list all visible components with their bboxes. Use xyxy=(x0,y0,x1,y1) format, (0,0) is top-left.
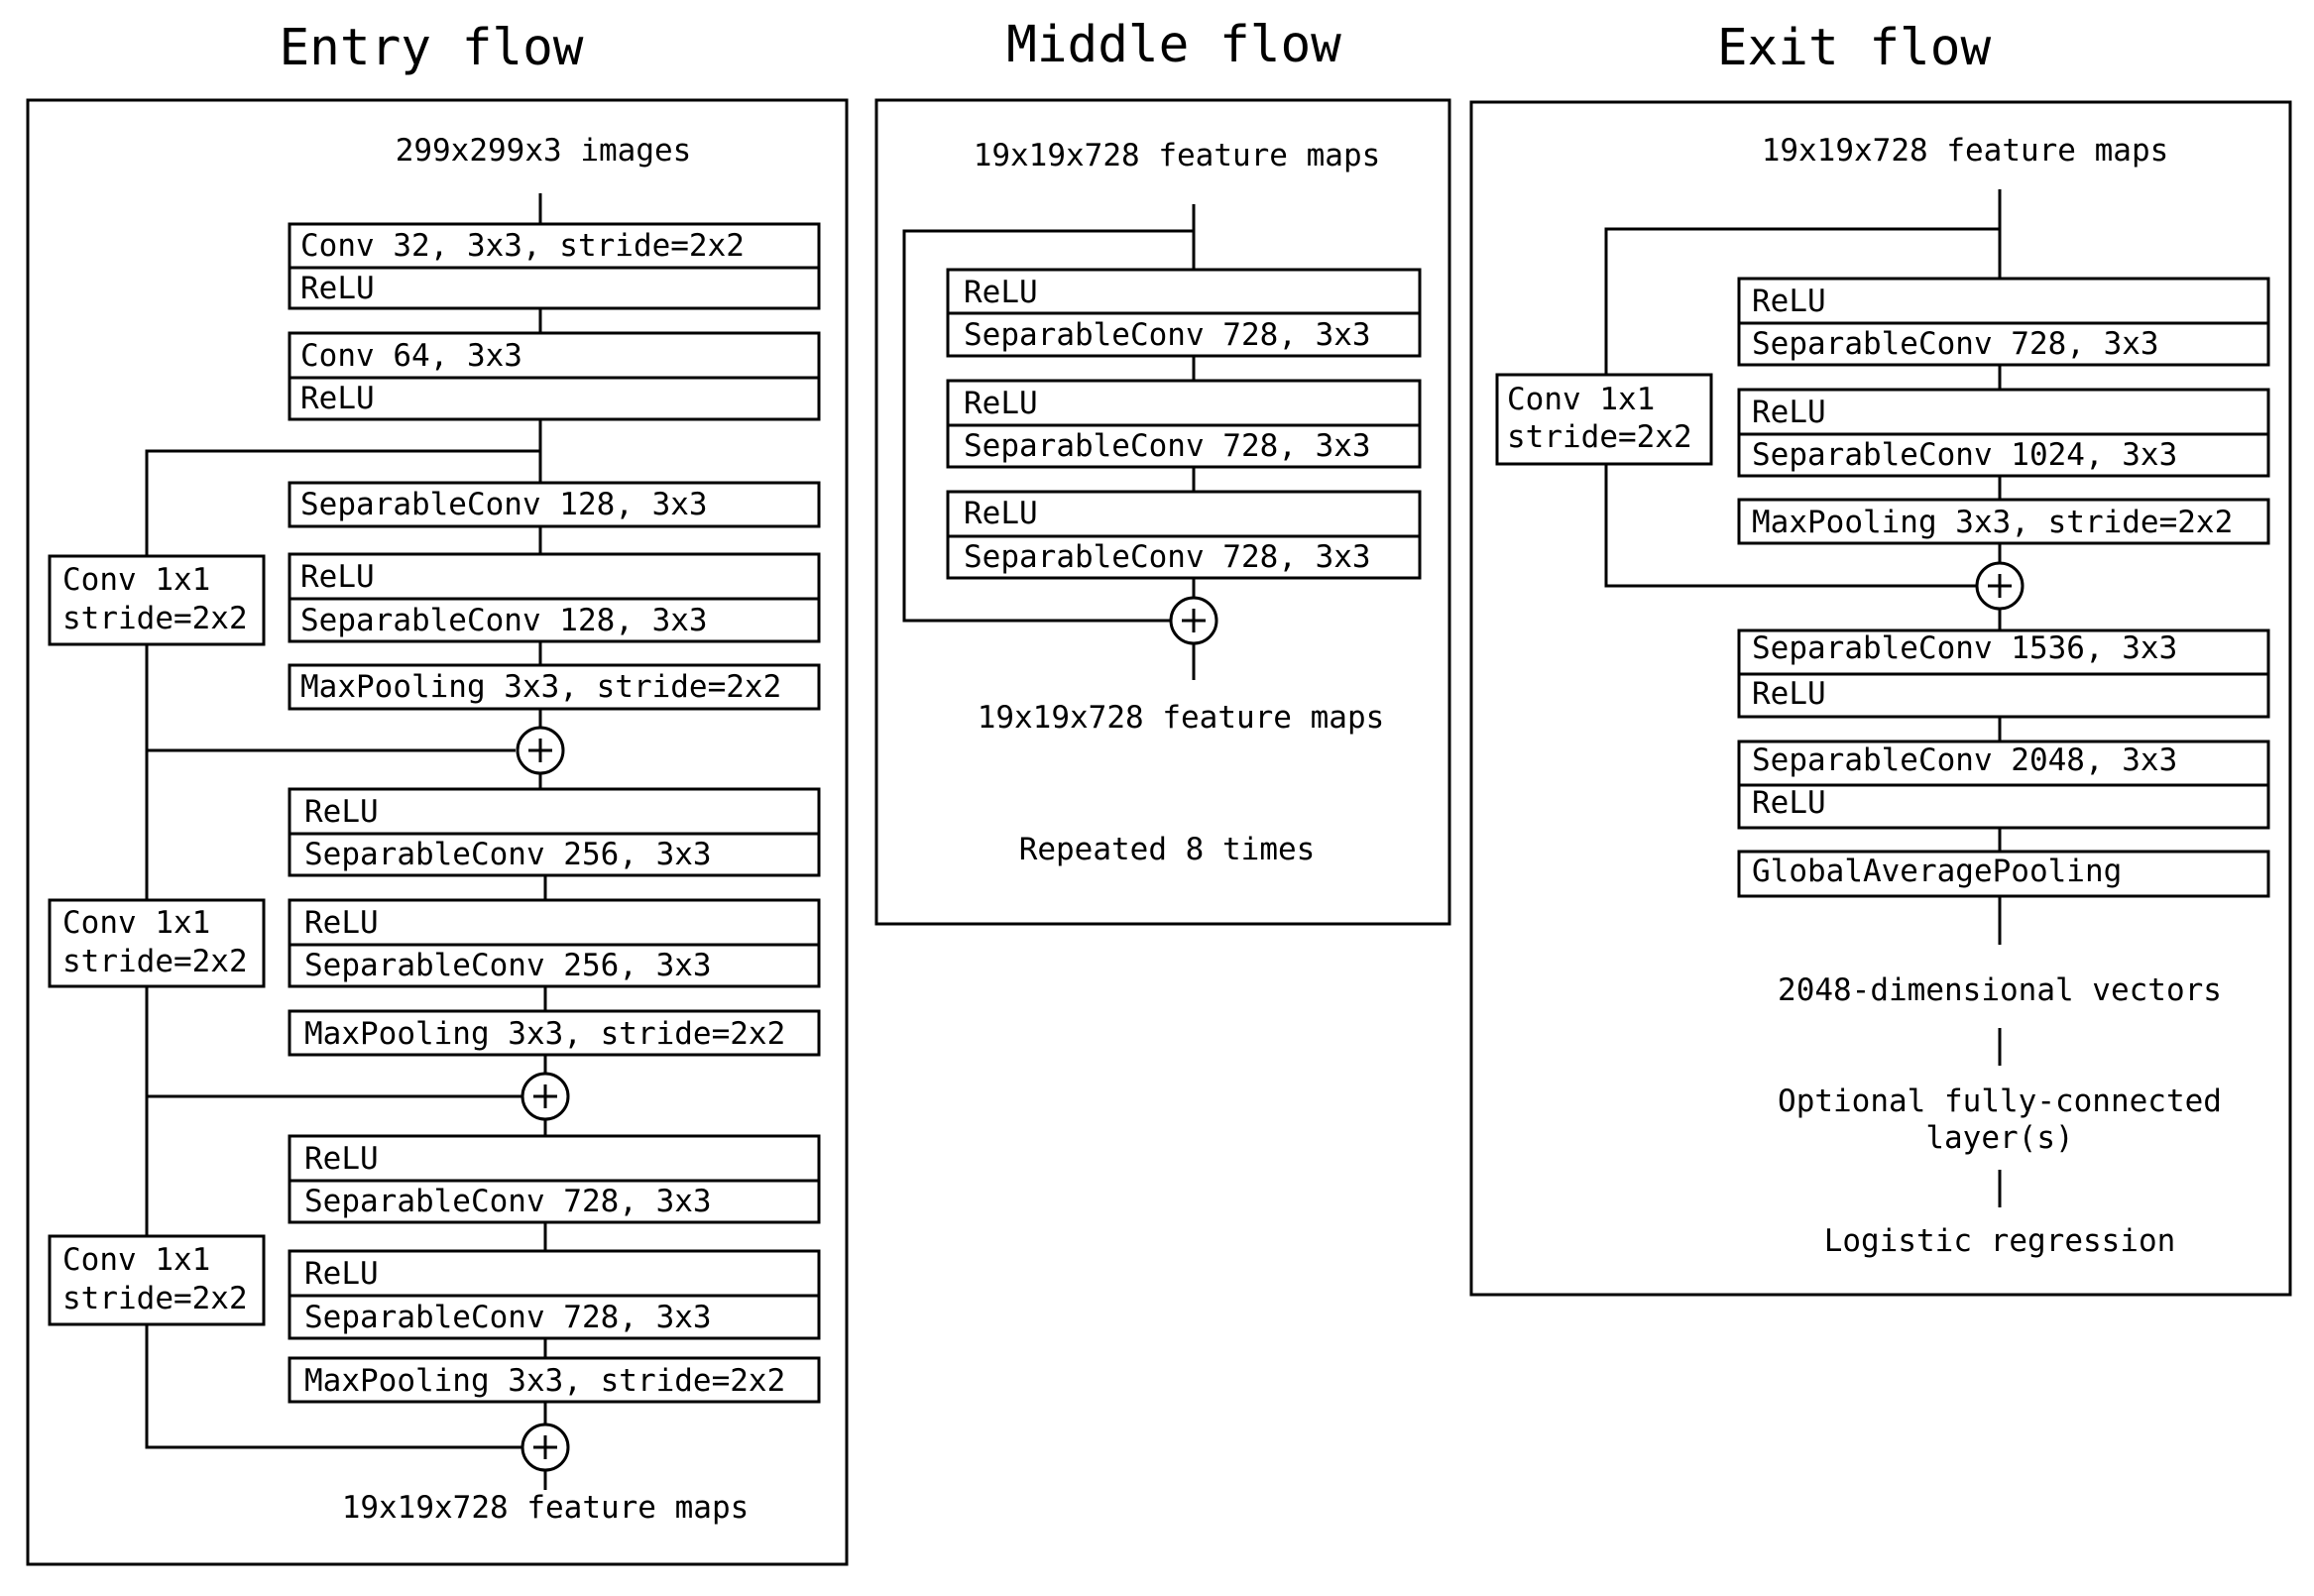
middle-layer-2-line-1: ReLU xyxy=(964,386,1038,421)
exit-layer-5-line-2: ReLU xyxy=(1752,785,1826,821)
exit-add-node xyxy=(1975,561,2025,611)
exit-layer-1-box: ReLU SeparableConv 728, 3x3 xyxy=(1737,277,2270,367)
entry-layer-10-line-1: ReLU xyxy=(304,1256,379,1292)
entry-layer-9-line-2: SeparableConv 728, 3x3 xyxy=(304,1184,712,1219)
entry-layer-6-line-2: SeparableConv 256, 3x3 xyxy=(304,837,712,872)
exit-shortcut-line-1: Conv 1x1 xyxy=(1507,382,1655,417)
entry-layer-10-box: ReLU SeparableConv 728, 3x3 xyxy=(288,1249,821,1340)
middle-layer-3-line-2: SeparableConv 728, 3x3 xyxy=(964,539,1371,575)
entry-shortcut-3-line-2: stride=2x2 xyxy=(62,1281,248,1316)
exit-layer-2-box: ReLU SeparableConv 1024, 3x3 xyxy=(1737,388,2270,478)
exit-layer-2-line-1: ReLU xyxy=(1752,395,1826,430)
exit-output-fc-label-line-1: Optional fully-connected xyxy=(1778,1083,2222,1119)
exit-output-logistic-label: Logistic regression xyxy=(1824,1223,2176,1259)
exit-shortcut-box: Conv 1x1 stride=2x2 xyxy=(1495,373,1713,466)
exit-layer-1-line-2: SeparableConv 728, 3x3 xyxy=(1752,326,2159,362)
exit-flow-input-label: 19x19x728 feature maps xyxy=(1762,133,2169,169)
entry-layer-1-line-2: ReLU xyxy=(300,271,375,306)
exit-output-vectors-label: 2048-dimensional vectors xyxy=(1778,972,2222,1008)
entry-add-node-1 xyxy=(516,726,565,775)
entry-layer-1-box: Conv 32, 3x3, stride=2x2 ReLU xyxy=(288,222,821,310)
middle-add-node xyxy=(1169,596,1218,645)
entry-layer-3-line-1: SeparableConv 128, 3x3 xyxy=(300,487,708,522)
entry-layer-6-line-1: ReLU xyxy=(304,794,379,830)
entry-layer-7-line-1: ReLU xyxy=(304,905,379,941)
entry-flow-connectors xyxy=(145,193,547,1490)
entry-layer-10-line-2: SeparableConv 728, 3x3 xyxy=(304,1300,712,1335)
exit-layer-6-box: GlobalAveragePooling xyxy=(1737,850,2270,898)
entry-layer-8-line-1: MaxPooling 3x3, stride=2x2 xyxy=(304,1016,785,1052)
entry-flow-output-label: 19x19x728 feature maps xyxy=(342,1490,750,1526)
exit-layer-5-line-1: SeparableConv 2048, 3x3 xyxy=(1752,742,2177,778)
entry-shortcut-2-box: Conv 1x1 stride=2x2 xyxy=(48,898,266,988)
entry-layer-2-box: Conv 64, 3x3 ReLU xyxy=(288,331,821,421)
entry-shortcut-1-line-1: Conv 1x1 xyxy=(62,562,210,598)
exit-layer-2-line-2: SeparableConv 1024, 3x3 xyxy=(1752,437,2177,473)
middle-layer-1-line-1: ReLU xyxy=(964,275,1038,310)
entry-layer-11-line-1: MaxPooling 3x3, stride=2x2 xyxy=(304,1363,785,1399)
entry-layer-9-box: ReLU SeparableConv 728, 3x3 xyxy=(288,1134,821,1224)
middle-flow-input-label: 19x19x728 feature maps xyxy=(974,138,1381,173)
middle-layer-2-line-2: SeparableConv 728, 3x3 xyxy=(964,428,1371,464)
entry-layer-5-line-1: MaxPooling 3x3, stride=2x2 xyxy=(300,669,781,705)
exit-layer-3-box: MaxPooling 3x3, stride=2x2 xyxy=(1737,498,2270,545)
entry-layer-4-line-1: ReLU xyxy=(300,559,375,595)
entry-layer-4-box: ReLU SeparableConv 128, 3x3 xyxy=(288,552,821,643)
entry-shortcut-1-box: Conv 1x1 stride=2x2 xyxy=(48,554,266,646)
entry-layer-7-box: ReLU SeparableConv 256, 3x3 xyxy=(288,898,821,988)
entry-layer-7-line-2: SeparableConv 256, 3x3 xyxy=(304,948,712,983)
exit-layer-4-line-1: SeparableConv 1536, 3x3 xyxy=(1752,630,2177,666)
exit-layer-4-box: SeparableConv 1536, 3x3 ReLU xyxy=(1737,628,2270,719)
middle-layer-1-box: ReLU SeparableConv 728, 3x3 xyxy=(946,268,1422,358)
entry-layer-11-box: MaxPooling 3x3, stride=2x2 xyxy=(288,1356,821,1404)
middle-flow-output-label: 19x19x728 feature maps xyxy=(978,700,1385,736)
entry-shortcut-2-line-1: Conv 1x1 xyxy=(62,905,210,941)
entry-layer-2-line-1: Conv 64, 3x3 xyxy=(300,338,522,374)
exit-flow-panel: Exit flow 19x19x728 feature maps ReLU Se… xyxy=(1469,19,2292,1297)
exit-layer-6-line-1: GlobalAveragePooling xyxy=(1752,854,2122,889)
middle-layer-1-line-2: SeparableConv 728, 3x3 xyxy=(964,317,1371,353)
entry-flow-panel: Entry flow 299x299x3 images xyxy=(26,19,849,1566)
exit-layer-5-box: SeparableConv 2048, 3x3 ReLU xyxy=(1737,740,2270,830)
exit-layer-3-line-1: MaxPooling 3x3, stride=2x2 xyxy=(1752,505,2233,540)
entry-layer-3-box: SeparableConv 128, 3x3 xyxy=(288,481,821,528)
entry-add-node-2 xyxy=(521,1072,570,1121)
entry-layer-2-line-2: ReLU xyxy=(300,381,375,416)
entry-add-node-3 xyxy=(521,1423,570,1472)
entry-layer-5-box: MaxPooling 3x3, stride=2x2 xyxy=(288,663,821,711)
middle-layer-3-box: ReLU SeparableConv 728, 3x3 xyxy=(946,490,1422,580)
entry-shortcut-2-line-2: stride=2x2 xyxy=(62,944,248,979)
middle-flow-frame xyxy=(874,98,1451,926)
entry-layer-8-box: MaxPooling 3x3, stride=2x2 xyxy=(288,1009,821,1057)
entry-flow-title: Entry flow xyxy=(279,19,583,77)
entry-flow-frame xyxy=(26,98,849,1566)
entry-layer-1-line-1: Conv 32, 3x3, stride=2x2 xyxy=(300,228,745,264)
middle-flow-connectors xyxy=(902,204,1196,680)
entry-shortcut-3-line-1: Conv 1x1 xyxy=(62,1242,210,1278)
exit-flow-title: Exit flow xyxy=(1717,19,1992,77)
exit-layer-1-line-1: ReLU xyxy=(1752,284,1826,319)
middle-layer-2-box: ReLU SeparableConv 728, 3x3 xyxy=(946,379,1422,469)
entry-shortcut-1-line-2: stride=2x2 xyxy=(62,601,248,636)
entry-layer-6-box: ReLU SeparableConv 256, 3x3 xyxy=(288,787,821,877)
entry-layer-9-line-1: ReLU xyxy=(304,1141,379,1177)
exit-layer-4-line-2: ReLU xyxy=(1752,676,1826,712)
middle-flow-panel: Middle flow 19x19x728 feature maps ReLU … xyxy=(874,16,1451,926)
exit-output-fc-label-line-2: layer(s) xyxy=(1925,1120,2073,1156)
entry-flow-input-label: 299x299x3 images xyxy=(396,133,692,169)
middle-layer-3-line-1: ReLU xyxy=(964,496,1038,531)
exit-flow-frame xyxy=(1469,100,2292,1297)
middle-flow-title: Middle flow xyxy=(1006,16,1341,74)
exit-shortcut-line-2: stride=2x2 xyxy=(1507,419,1692,455)
exit-flow-connectors xyxy=(1604,189,2002,1207)
middle-flow-repeat-note: Repeated 8 times xyxy=(1019,832,1316,867)
entry-layer-4-line-2: SeparableConv 128, 3x3 xyxy=(300,603,708,638)
entry-shortcut-3-box: Conv 1x1 stride=2x2 xyxy=(48,1234,266,1326)
